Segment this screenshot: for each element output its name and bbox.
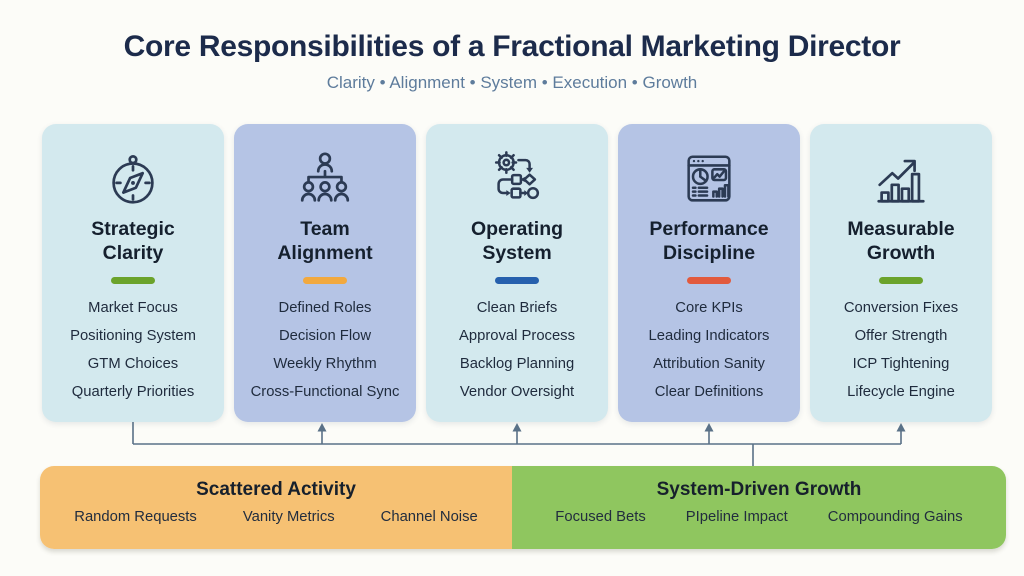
- card-accent-bar: [495, 276, 539, 284]
- card-team-alignment: Team Alignment Defined Roles Decision Fl…: [234, 124, 416, 422]
- card-title-line: Strategic: [91, 218, 175, 240]
- footer-item-row: Focused Bets PIpeline Impact Compounding…: [512, 509, 1006, 525]
- card-item: Clear Definitions: [654, 383, 764, 400]
- card-item: Approval Process: [459, 327, 575, 344]
- card-item: Decision Flow: [278, 327, 372, 344]
- dashboard-icon: [678, 148, 740, 210]
- footer-bar-title: System-Driven Growth: [656, 479, 862, 500]
- card-item-list: Conversion Fixes Offer Strength ICP Tigh…: [810, 294, 992, 406]
- card-strategic-clarity: Strategic Clarity Market Focus Positioni…: [42, 124, 224, 422]
- card-item: Cross-Functional Sync: [250, 383, 400, 400]
- footer-bars: Scattered Activity Random Requests Vanit…: [40, 466, 1006, 549]
- card-item: Leading Indicators: [648, 327, 770, 344]
- gear-workflow-icon: [486, 148, 548, 210]
- growth-chart-icon: [870, 148, 932, 210]
- card-item: Backlog Planning: [459, 355, 575, 372]
- card-item-list: Clean Briefs Approval Process Backlog Pl…: [426, 294, 608, 406]
- footer-item: Channel Noise: [380, 509, 478, 525]
- card-item-list: Market Focus Positioning System GTM Choi…: [42, 294, 224, 406]
- card-item: Defined Roles: [278, 299, 372, 316]
- card-item: Market Focus: [88, 299, 178, 316]
- card-title: Team Alignment: [234, 218, 416, 266]
- card-title-line: Alignment: [277, 241, 373, 264]
- card-item: Offer Strength: [854, 327, 948, 344]
- card-performance-discipline: Performance Discipline Core KPIs Leading…: [618, 124, 800, 422]
- footer-bar-system-driven-growth: System-Driven Growth Focused Bets PIpeli…: [512, 466, 1006, 549]
- card-title-line: Clarity: [102, 241, 164, 264]
- card-measurable-growth: Measurable Growth Conversion Fixes Offer…: [810, 124, 992, 422]
- footer-item: Compounding Gains: [827, 509, 963, 525]
- footer-item: Focused Bets: [555, 509, 646, 525]
- card-title-line: Team: [300, 218, 350, 240]
- card-title: Performance Discipline: [618, 218, 800, 266]
- card-item: Weekly Rhythm: [273, 355, 377, 372]
- card-title: Strategic Clarity: [42, 218, 224, 266]
- card-title-line: Discipline: [662, 241, 756, 264]
- card-title-line: Performance: [649, 218, 769, 240]
- compass-icon: [102, 148, 164, 210]
- card-accent-bar: [687, 276, 731, 284]
- card-item: Quarterly Priorities: [71, 383, 195, 400]
- card-row: Strategic Clarity Market Focus Positioni…: [42, 124, 992, 422]
- footer-item-row: Random Requests Vanity Metrics Channel N…: [40, 509, 512, 525]
- card-item: GTM Choices: [87, 355, 179, 372]
- card-item: Core KPIs: [675, 299, 743, 316]
- card-item: Clean Briefs: [476, 299, 558, 316]
- footer-bar-scattered-activity: Scattered Activity Random Requests Vanit…: [40, 466, 512, 549]
- card-operating-system: Operating System Clean Briefs Approval P…: [426, 124, 608, 422]
- footer-item: Vanity Metrics: [242, 509, 335, 525]
- card-item: Positioning System: [70, 327, 196, 344]
- footer-item: PIpeline Impact: [685, 509, 788, 525]
- card-accent-bar: [111, 276, 155, 284]
- card-item: Conversion Fixes: [843, 299, 959, 316]
- card-accent-bar: [879, 276, 923, 284]
- team-org-icon: [294, 148, 356, 210]
- card-title-line: Operating: [470, 218, 564, 240]
- card-title-line: System: [482, 241, 552, 264]
- footer-item: Random Requests: [74, 509, 197, 525]
- card-item: Vendor Oversight: [459, 383, 575, 400]
- card-title: Measurable Growth: [810, 218, 992, 266]
- card-title: Operating System: [426, 218, 608, 266]
- footer-bar-title: Scattered Activity: [196, 479, 356, 500]
- page-subtitle: Clarity • Alignment • System • Execution…: [326, 73, 698, 92]
- card-item-list: Core KPIs Leading Indicators Attribution…: [618, 294, 800, 406]
- card-title-line: Measurable: [847, 218, 955, 240]
- card-item: Attribution Sanity: [653, 355, 765, 372]
- page-title: Core Responsibilities of a Fractional Ma…: [123, 30, 901, 63]
- card-item: Lifecycle Engine: [847, 383, 955, 400]
- card-accent-bar: [303, 276, 347, 284]
- card-title-line: Growth: [866, 241, 936, 264]
- header: Core Responsibilities of a Fractional Ma…: [0, 0, 1024, 93]
- card-item-list: Defined Roles Decision Flow Weekly Rhyth…: [234, 294, 416, 406]
- card-item: ICP Tightening: [852, 355, 950, 372]
